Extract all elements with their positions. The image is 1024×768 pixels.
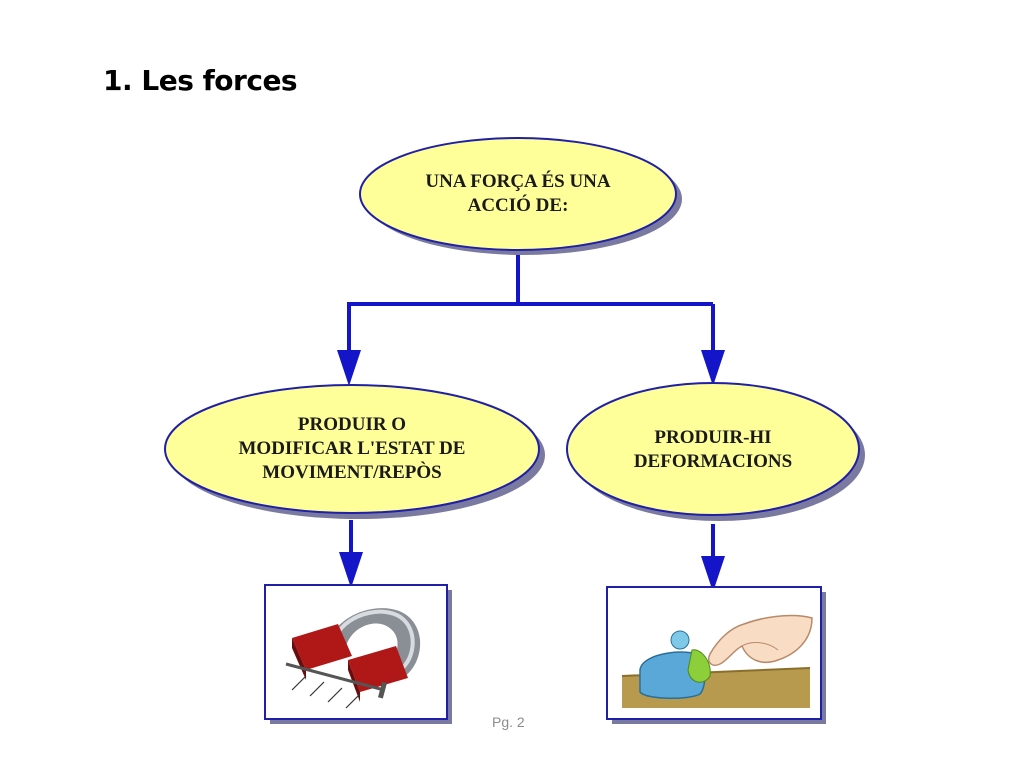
- connector-lines: [347, 252, 715, 576]
- right-node-line-2: DEFORMACIONS: [633, 451, 793, 472]
- slide-title: 1. Les forces: [103, 64, 298, 97]
- left-node-line-1: PRODUIR O: [297, 414, 407, 435]
- arrow-to-left-image: [339, 552, 363, 588]
- magnet-image: [264, 584, 452, 724]
- arrow-to-left-node: [337, 350, 361, 386]
- left-node-line-2: MODIFICAR L'ESTAT DE: [238, 438, 466, 459]
- root-node-line-2: ACCIÓ DE:: [467, 195, 569, 216]
- arrow-heads: [337, 350, 725, 592]
- root-node-line-1: UNA FORÇA ÉS UNA: [425, 171, 611, 192]
- right-node-line-1: PRODUIR-HI: [654, 427, 772, 448]
- arrow-to-right-node: [701, 350, 725, 386]
- left-node-label: PRODUIR O MODIFICAR L'ESTAT DE MOVIMENT/…: [190, 406, 514, 492]
- left-node: [164, 384, 545, 519]
- arrow-to-right-image: [701, 556, 725, 592]
- page-number: Pg. 2: [492, 714, 525, 730]
- deformation-image: [606, 586, 826, 724]
- root-node-label: UNA FORÇA ÉS UNA ACCIÓ DE:: [380, 164, 656, 224]
- root-node: [359, 137, 682, 255]
- right-node-label: PRODUIR-HI DEFORMACIONS: [590, 420, 836, 480]
- right-node: [566, 382, 865, 521]
- left-node-line-3: MOVIMENT/REPÒS: [262, 462, 442, 483]
